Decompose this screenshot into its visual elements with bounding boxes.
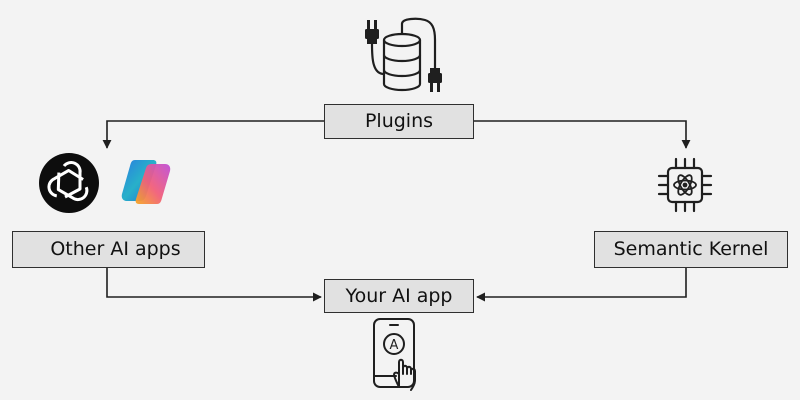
chip-atom-icon [657, 157, 713, 213]
copilot-logo-icon [121, 160, 171, 204]
plugins-node: Plugins [324, 104, 474, 139]
edge-plugins-to-other-apps [102, 120, 324, 149]
semantic-kernel-node: Semantic Kernel [594, 231, 788, 268]
edge-other-apps-to-your-app [106, 268, 322, 302]
your-ai-app-label: Your AI app [345, 284, 453, 307]
other-ai-apps-node: Other AI apps [12, 231, 205, 268]
your-ai-app-node: Your AI app [324, 279, 474, 313]
openai-logo-icon [39, 153, 99, 213]
other-ai-apps-label: Other AI apps [50, 238, 181, 260]
phone-letter: A [390, 338, 399, 353]
edge-semantic-kernel-to-your-app [476, 268, 687, 302]
semantic-kernel-label: Semantic Kernel [613, 238, 769, 260]
edge-plugins-to-semantic-kernel [474, 120, 691, 149]
database-plug-icon [365, 17, 442, 92]
phone-tap-icon: A [373, 318, 416, 391]
plugins-label: Plugins [364, 110, 434, 132]
